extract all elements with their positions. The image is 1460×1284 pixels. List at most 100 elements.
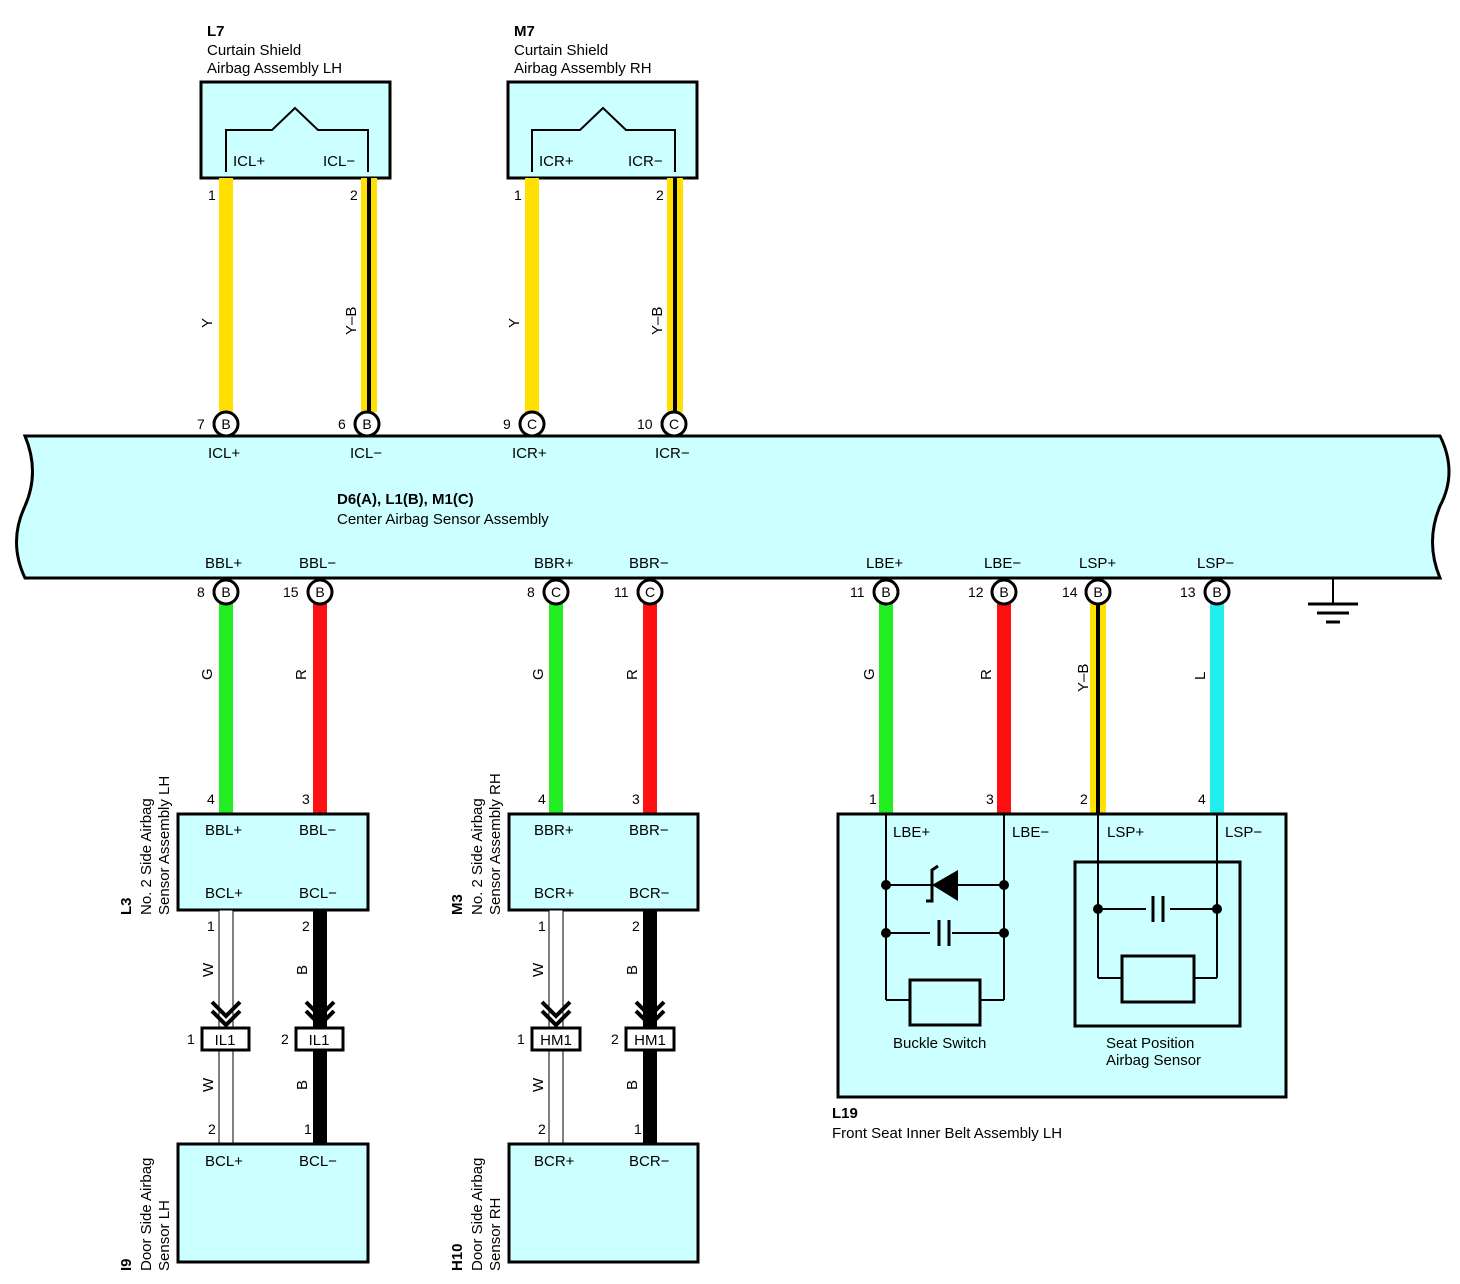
terminal-pin-number: 15 <box>283 584 299 600</box>
wire-bbr-minus <box>643 603 657 814</box>
terminal-icl-plus: 7 B ICL+ <box>197 410 240 462</box>
terminal-name: LSP+ <box>1079 555 1116 572</box>
terminal-bbr-minus: BBR− 11 C <box>614 555 669 606</box>
wire-icr-minus <box>667 178 683 412</box>
wire-color-label-b5: R <box>978 669 995 680</box>
l3-name-line1: No. 2 Side Airbag <box>138 798 155 915</box>
center-assembly-name: Center Airbag Sensor Assembly <box>337 511 549 528</box>
terminal-name: LBE− <box>984 555 1021 572</box>
terminal-connector-letter: B <box>221 416 230 432</box>
zener-diode-icon <box>926 864 958 903</box>
h10-pin-1: 2 <box>538 1121 546 1137</box>
capacitor-icon <box>1146 896 1170 922</box>
connector-pin-number: 1 <box>517 1031 525 1047</box>
connector-name: HM1 <box>634 1032 666 1049</box>
h10-pin-2: 1 <box>634 1121 642 1137</box>
l7-terminal-2: ICL− <box>323 153 355 170</box>
m3-terminal-1: BBR+ <box>534 822 574 839</box>
wire-bbl-plus <box>219 603 233 814</box>
terminal-pin-number: 9 <box>503 416 511 432</box>
h10-name-line1: Door Side Airbag <box>469 1158 486 1271</box>
l7-name-line2: Airbag Assembly LH <box>207 60 342 77</box>
terminal-connector-letter: C <box>669 416 679 432</box>
i9-terminal-1: BCL+ <box>205 1153 243 1170</box>
wire-color-label-2: Y <box>506 318 523 328</box>
terminal-connector-letter: B <box>362 416 371 432</box>
terminal-connector-letter: C <box>645 584 655 600</box>
wire-lsp-minus <box>1210 603 1224 814</box>
terminal-lsp-plus: LSP+ 14 B <box>1062 555 1116 606</box>
far-pin-3: 3 <box>632 791 640 807</box>
connector-il1-pin1: 1 IL1 <box>187 1026 251 1052</box>
l19-terminal-4: LSP− <box>1225 824 1262 841</box>
m3-pin-3: 1 <box>538 918 546 934</box>
terminal-icl-minus: 6 B ICL− <box>338 410 382 462</box>
buckle-switch-resistor-icon <box>908 978 982 1027</box>
seat-position-resistor-icon <box>1120 954 1196 1004</box>
wire-color-label-b9: B <box>624 965 641 975</box>
connector-pin-number: 1 <box>187 1031 195 1047</box>
wire-color-label-w2: W <box>530 962 547 977</box>
center-airbag-sensor-body <box>15 434 1451 580</box>
h10-code: H10 <box>449 1243 466 1271</box>
seat-position-sensor: Seat Position Airbag Sensor <box>1073 814 1242 1069</box>
terminal-name: LBE+ <box>866 555 903 572</box>
terminal-bbl-plus: BBL+ 8 B <box>197 555 242 606</box>
terminal-pin-number: 11 <box>614 584 629 600</box>
m3-terminal-2: BBR− <box>629 822 669 839</box>
terminal-pin-number: 14 <box>1062 584 1078 600</box>
terminal-lsp-minus: LSP− 13 B <box>1180 555 1234 606</box>
component-l19: LBE+ LBE− LSP+ LSP− B <box>832 812 1288 1142</box>
l3-terminal-2: BBL− <box>299 822 336 839</box>
terminal-lbe-minus: LBE− 12 B <box>968 555 1021 606</box>
wire-lbe-minus <box>997 603 1011 814</box>
wire-color-label-b11: B <box>624 1080 641 1090</box>
seat-position-label-2: Airbag Sensor <box>1106 1052 1201 1069</box>
terminal-pin-number: 8 <box>197 584 205 600</box>
wire-color-label-b3: R <box>624 669 641 680</box>
wire-lbe-plus <box>879 603 893 814</box>
m3-name-line1: No. 2 Side Airbag <box>469 798 486 915</box>
wire-color-label-w3: W <box>200 1077 217 1092</box>
m3-code: M3 <box>449 894 466 915</box>
component-h10: 2 1 BCR+ BCR− H10 Door Side Airbag Senso… <box>449 1121 700 1271</box>
component-l3: BBL+ BBL− BCL+ BCL− L3 No. 2 Side Airbag… <box>118 776 370 934</box>
terminal-name: BBR− <box>629 555 669 572</box>
terminal-name: BBL− <box>299 555 336 572</box>
terminal-connector-letter: C <box>551 584 561 600</box>
l3-code: L3 <box>118 897 135 915</box>
i9-name-line2: Sensor LH <box>156 1200 173 1271</box>
wire-color-label-w1: W <box>200 962 217 977</box>
wire-color-label-b0: G <box>199 668 216 680</box>
m3-pin-4: 2 <box>632 918 640 934</box>
connector-il1-pin2: 2 IL1 <box>281 1026 345 1052</box>
far-pin-1: 3 <box>302 791 310 807</box>
wire-color-label-b6: Y–B <box>1075 664 1092 692</box>
wire-icr-plus <box>525 178 539 412</box>
wire-color-label-3: Y–B <box>649 307 666 335</box>
terminal-connector-letter: B <box>881 584 890 600</box>
far-pin-6: 2 <box>1080 791 1088 807</box>
m3-name-line2: Sensor Assembly RH <box>487 773 504 915</box>
l7-pin-1: 1 <box>208 187 216 203</box>
terminal-icr-minus: 10 C ICR− <box>637 410 690 462</box>
terminal-connector-letter: B <box>999 584 1008 600</box>
wire-color-label-b7: L <box>1192 672 1209 680</box>
wire-lsp-plus <box>1090 603 1106 814</box>
wire-bbr-plus <box>549 603 563 814</box>
wire-color-label-b8: B <box>294 965 311 975</box>
terminal-icr-plus: 9 C ICR+ <box>503 410 547 462</box>
buckle-switch-circuit: Buckle Switch <box>881 814 1009 1052</box>
connector-hm1-pin2: 2 HM1 <box>611 1026 676 1052</box>
terminal-connector-letter: B <box>1093 584 1102 600</box>
m3-terminal-3: BCR+ <box>534 885 575 902</box>
wire-color-label-0: Y <box>199 318 216 328</box>
i9-pin-1: 2 <box>208 1121 216 1137</box>
m3-terminal-4: BCR− <box>629 885 670 902</box>
i9-pin-2: 1 <box>304 1121 312 1137</box>
m7-name-line2: Airbag Assembly RH <box>514 60 652 77</box>
wire-color-label-b4: G <box>861 668 878 680</box>
terminal-lbe-plus: LBE+ 11 B <box>850 555 903 606</box>
l19-code: L19 <box>832 1105 858 1122</box>
